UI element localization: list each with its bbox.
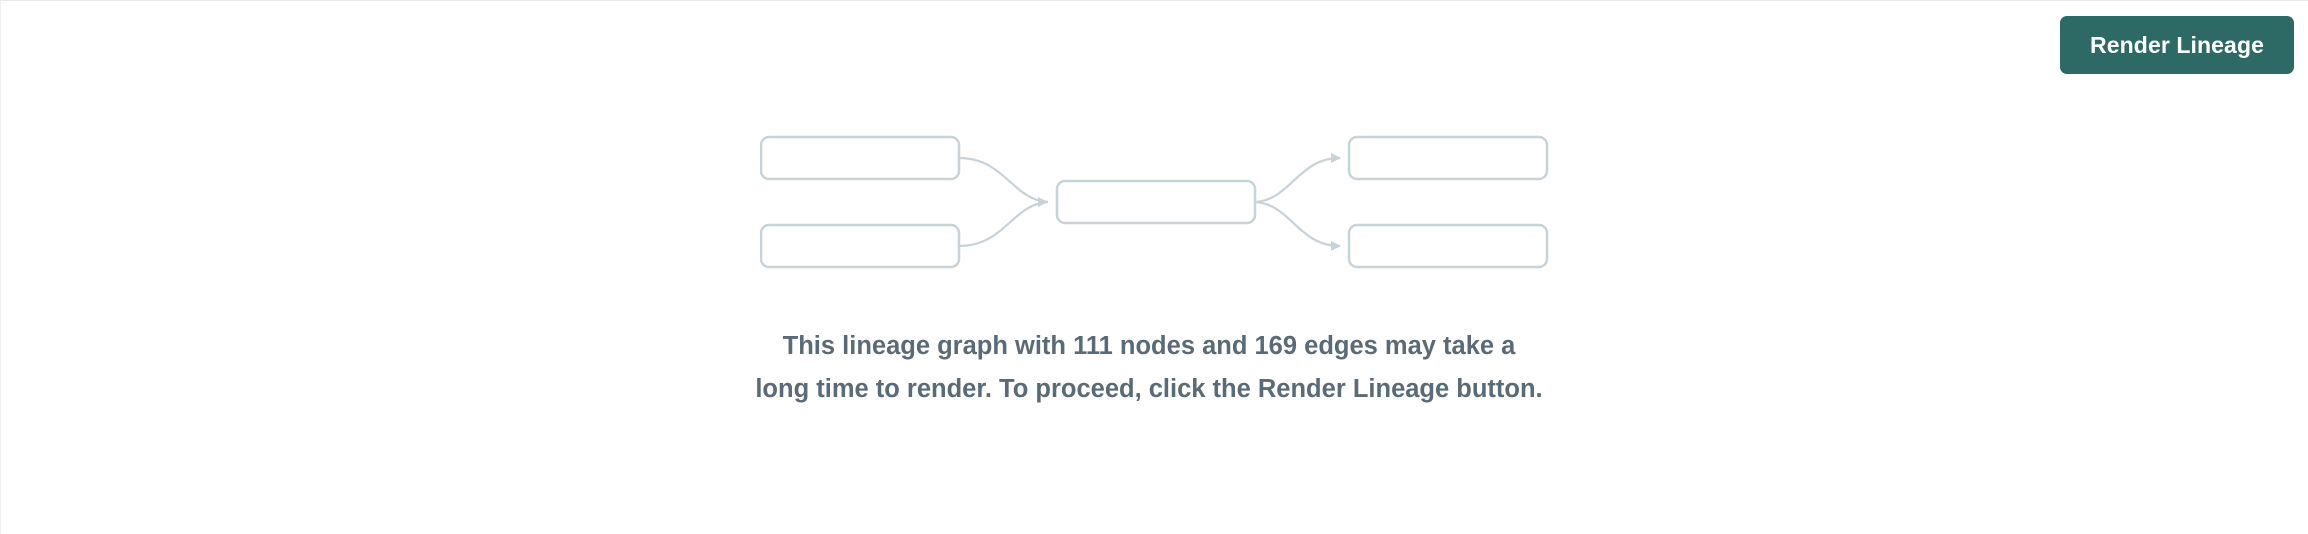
panel-top-divider bbox=[0, 0, 2308, 1]
lineage-warning-message: This lineage graph with 111 nodes and 16… bbox=[755, 332, 1543, 403]
panel-left-divider bbox=[0, 0, 1, 534]
render-lineage-button[interactable]: Render Lineage bbox=[2060, 16, 2294, 74]
lineage-graph-placeholder-icon bbox=[760, 135, 1549, 269]
